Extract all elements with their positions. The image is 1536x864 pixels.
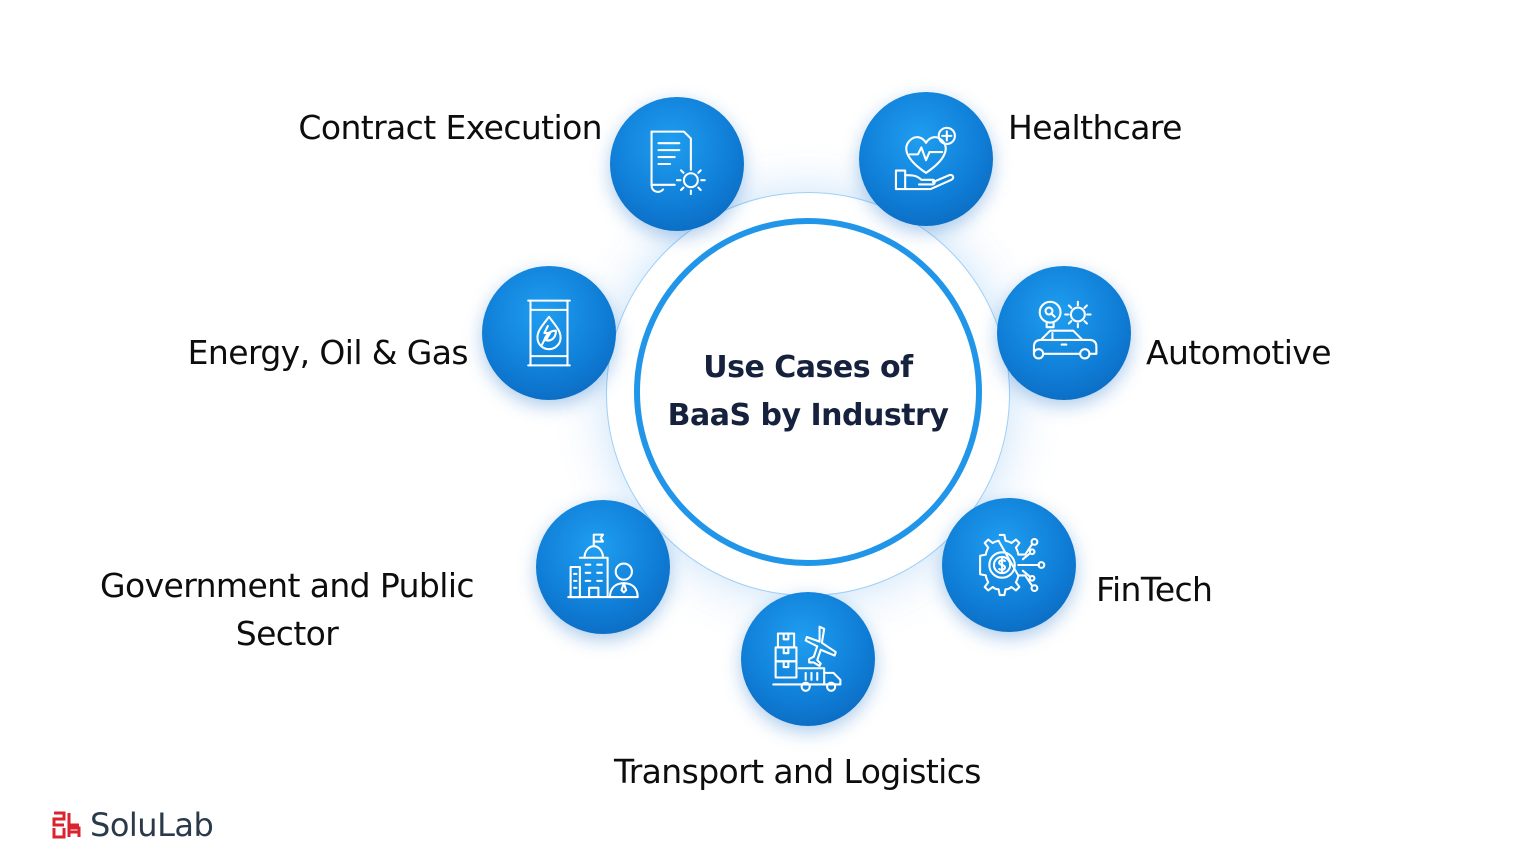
label-transport-logistics: Transport and Logistics	[614, 752, 981, 791]
label-energy-oil-gas: Energy, Oil & Gas	[187, 333, 469, 372]
node-government-public-sector	[536, 500, 670, 634]
label-automotive: Automotive	[1146, 333, 1332, 372]
label-government-public-sector: Government and Public Sector	[100, 566, 475, 653]
heart-hand-icon	[894, 126, 956, 191]
node-energy-oil-gas	[482, 266, 616, 400]
solulab-logo-icon	[52, 811, 81, 839]
label-healthcare: Healthcare	[1008, 108, 1182, 147]
brand-logo: SoluLab	[52, 806, 214, 844]
node-fintech	[942, 498, 1076, 632]
oil-barrel-icon	[527, 299, 571, 367]
label-fintech: FinTech	[1096, 570, 1213, 609]
center-circle: Use Cases of BaaS by Industry	[634, 218, 982, 566]
plane-truck-boxes-icon	[772, 625, 842, 692]
node-automotive	[997, 266, 1131, 400]
dollar-gear-circuit-icon	[979, 533, 1046, 597]
government-building-icon	[567, 533, 639, 599]
node-contract-execution	[610, 97, 744, 231]
contract-gear-icon	[650, 130, 706, 196]
diagram-title: Use Cases of BaaS by Industry	[667, 350, 949, 433]
label-contract-execution: Contract Execution	[298, 108, 602, 147]
node-healthcare	[859, 92, 993, 226]
brand-name: SoluLab	[90, 806, 214, 844]
car-gear-icon	[1032, 300, 1098, 360]
node-transport-logistics	[741, 592, 875, 726]
